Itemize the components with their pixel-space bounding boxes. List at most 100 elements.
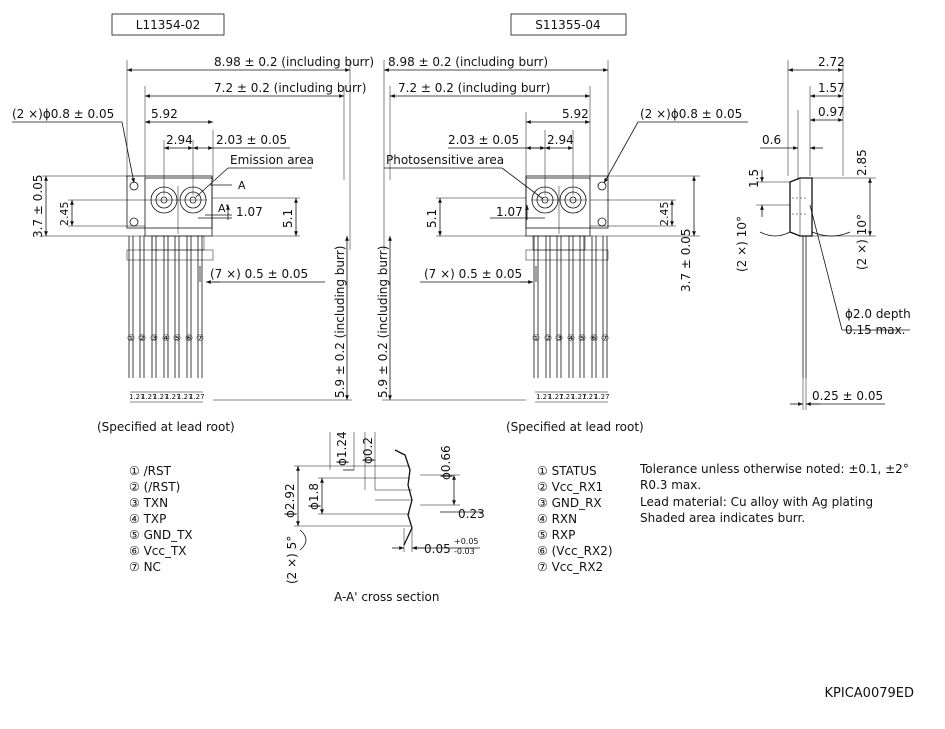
section-tol-minus: -0.03 xyxy=(454,547,475,556)
svg-text:1.27: 1.27 xyxy=(559,393,575,401)
svg-text:②: ② xyxy=(544,334,552,344)
left-package-body xyxy=(126,175,213,229)
left-view: L11354-02 8.98 ± 0.2 (including burr) 7.… xyxy=(12,13,374,574)
svg-text:1.27: 1.27 xyxy=(582,393,598,401)
left-body-width: 7.2 ± 0.2 (including burr) xyxy=(214,81,366,95)
right-pin-numbers: ① ② ③ ④ ⑤ ⑥ ⑦ xyxy=(532,334,609,344)
left-lens-offset-a: 2.94 xyxy=(166,133,193,147)
right-hole-dim: (2 ×)ϕ0.8 ± 0.05 xyxy=(640,107,742,121)
section-tol-main: 0.05 xyxy=(424,542,451,556)
left-area-label: Emission area xyxy=(230,153,314,167)
left-dim-245: 2.45 xyxy=(58,202,71,227)
right-height: 3.7 ± 0.05 xyxy=(679,229,693,293)
svg-text:⑦: ⑦ xyxy=(601,334,609,344)
right-lens-offset-a: 2.94 xyxy=(547,133,574,147)
right-area-label: Photosensitive area xyxy=(386,153,504,167)
svg-text:② Vcc_RX1: ② Vcc_RX1 xyxy=(537,480,603,494)
svg-text:③ TXN: ③ TXN xyxy=(129,496,168,510)
side-angle-right: (2 ×) 10° xyxy=(855,214,869,270)
svg-text:② (/RST): ② (/RST) xyxy=(129,480,180,494)
svg-text:1.27: 1.27 xyxy=(177,393,193,401)
svg-text:①: ① xyxy=(532,334,540,344)
side-angle-left: (2 ×) 10° xyxy=(735,216,749,272)
right-pins xyxy=(525,235,609,378)
svg-text:③: ③ xyxy=(555,334,563,344)
side-dim-097: 0.97 xyxy=(818,105,845,119)
svg-text:⑥: ⑥ xyxy=(590,334,598,344)
svg-text:⑥ (Vcc_RX2): ⑥ (Vcc_RX2) xyxy=(537,544,613,558)
svg-text:1.27: 1.27 xyxy=(153,393,169,401)
side-package xyxy=(789,177,813,237)
svg-text:① /RST: ① /RST xyxy=(129,464,172,478)
left-lens-offset-b: 2.03 ± 0.05 xyxy=(216,133,287,147)
note-radius: R0.3 max. xyxy=(640,478,701,492)
section-d292: ϕ2.92 xyxy=(283,483,297,518)
section-d066: ϕ0.66 xyxy=(439,445,453,480)
note-material: Lead material: Cu alloy with Ag plating xyxy=(640,495,873,509)
section-caption: A-A' cross section xyxy=(334,590,439,604)
left-dim-51: 5.1 xyxy=(281,209,295,228)
right-lens-pitch: 5.92 xyxy=(562,107,589,121)
left-pin-pitch: (7 ×) 0.5 ± 0.05 xyxy=(210,267,308,281)
left-lens-pitch: 5.92 xyxy=(151,107,178,121)
side-depth-1: ϕ2.0 depth xyxy=(845,307,911,321)
right-note: (Specified at lead root) xyxy=(506,420,644,434)
right-view: S11355-04 8.98 ± 0.2 (including burr) 7.… xyxy=(376,13,748,574)
svg-text:②: ② xyxy=(138,334,146,344)
svg-text:④: ④ xyxy=(162,334,170,344)
right-pin-list: ① STATUS ② Vcc_RX1 ③ GND_RX ④ RXN ⑤ RXP … xyxy=(537,464,613,574)
svg-text:③ GND_RX: ③ GND_RX xyxy=(537,496,602,510)
right-pitch-labels: 1.27 1.27 1.27 1.27 1.27 1.27 xyxy=(536,393,610,401)
svg-text:④ TXP: ④ TXP xyxy=(129,512,166,526)
left-section-a2: A' xyxy=(218,202,229,215)
left-title-box xyxy=(111,13,225,36)
right-pin-pitch: (7 ×) 0.5 ± 0.05 xyxy=(424,267,522,281)
right-body-width: 7.2 ± 0.2 (including burr) xyxy=(398,81,550,95)
side-dim-272: 2.72 xyxy=(818,55,845,69)
svg-text:④: ④ xyxy=(567,334,575,344)
right-lens-offset-b: 2.03 ± 0.05 xyxy=(448,133,519,147)
section-d023: 0.23 xyxy=(458,507,485,521)
right-overall-width: 8.98 ± 0.2 (including burr) xyxy=(388,55,548,69)
left-height: 3.7 ± 0.05 xyxy=(31,175,45,239)
svg-text:③: ③ xyxy=(150,334,158,344)
side-lead-thickness: 0.25 ± 0.05 xyxy=(812,389,883,403)
svg-text:⑦: ⑦ xyxy=(196,334,204,344)
svg-text:1.27: 1.27 xyxy=(165,393,181,401)
side-dim-15: 1.5 xyxy=(747,169,761,188)
svg-text:1.27: 1.27 xyxy=(571,393,587,401)
svg-text:①: ① xyxy=(127,334,135,344)
right-dim-107: 1.07 xyxy=(496,205,523,219)
side-dim-157: 1.57 xyxy=(818,81,845,95)
drawing-code: KPICA0079ED xyxy=(825,686,914,701)
svg-text:1.27: 1.27 xyxy=(141,393,157,401)
right-dim-245: 2.45 xyxy=(658,202,671,227)
note-tolerance: Tolerance unless otherwise noted: ±0.1, … xyxy=(639,462,909,476)
section-d124: ϕ1.24 xyxy=(335,431,349,466)
left-note: (Specified at lead root) xyxy=(97,420,235,434)
svg-text:⑦ Vcc_RX2: ⑦ Vcc_RX2 xyxy=(537,560,603,574)
svg-text:⑥: ⑥ xyxy=(185,334,193,344)
left-lead-length: 5.9 ± 0.2 (including burr) xyxy=(333,246,347,398)
side-dim-285: 2.85 xyxy=(855,149,869,176)
left-title: L11354-02 xyxy=(136,18,200,32)
left-pins xyxy=(126,235,214,378)
left-dim-107: 1.07 xyxy=(236,205,263,219)
svg-text:⑤: ⑤ xyxy=(578,334,586,344)
notes: Tolerance unless otherwise noted: ±0.1, … xyxy=(639,462,909,525)
cross-section: ϕ1.24 ϕ0.2 ϕ2.92 ϕ1.8 ϕ0.66 0.23 (2 ×) 5… xyxy=(283,431,485,604)
left-section-a: A xyxy=(238,179,246,192)
note-shaded: Shaded area indicates burr. xyxy=(640,511,805,525)
svg-text:⑤ RXP: ⑤ RXP xyxy=(537,528,575,542)
left-pin-list: ① /RST ② (/RST) ③ TXN ④ TXP ⑤ GND_TX ⑥ V… xyxy=(129,464,193,574)
svg-text:⑥ Vcc_TX: ⑥ Vcc_TX xyxy=(129,544,187,558)
right-package-body xyxy=(525,175,609,229)
left-pin-numbers: ① ② ③ ④ ⑤ ⑥ ⑦ xyxy=(127,334,204,344)
right-title-box xyxy=(510,13,627,36)
svg-text:1.27: 1.27 xyxy=(536,393,552,401)
section-profile xyxy=(394,449,413,546)
left-overall-width: 8.98 ± 0.2 (including burr) xyxy=(214,55,374,69)
right-lead-length: 5.9 ± 0.2 (including burr) xyxy=(376,246,390,398)
section-angle: (2 ×) 5° xyxy=(285,536,299,584)
